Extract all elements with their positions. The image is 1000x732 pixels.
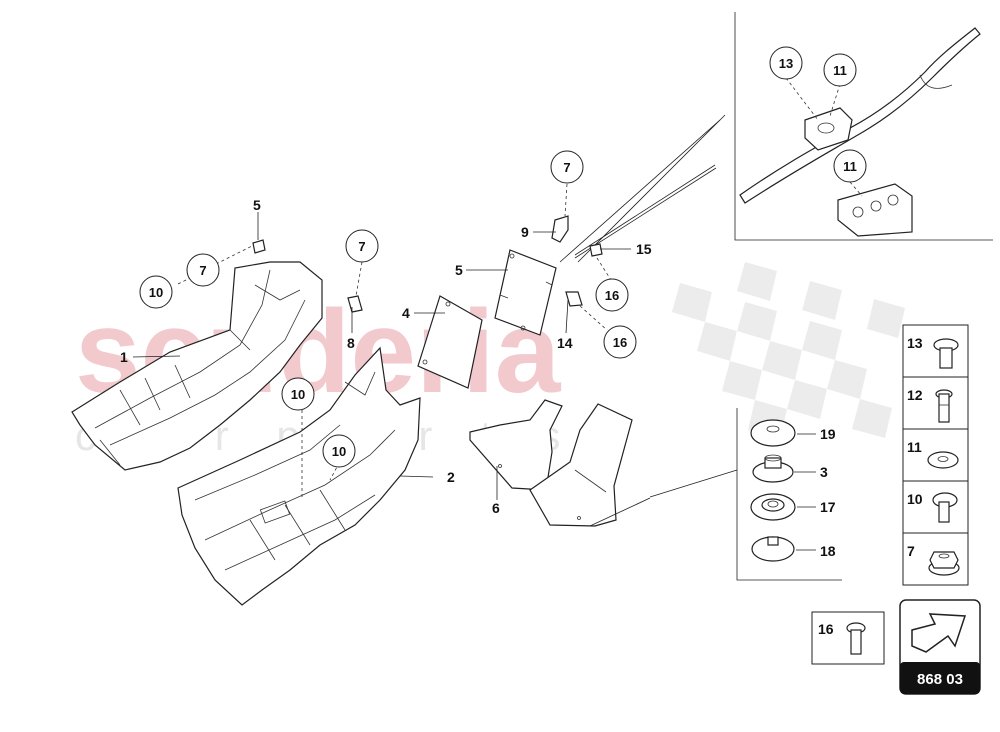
part-4-cover-plate (417, 295, 483, 389)
ref-16-box (811, 611, 885, 665)
callout-10-lower-a[interactable]: 10 (281, 377, 315, 411)
part-2-tunnel-panel (177, 346, 421, 606)
callout-number: 10 (149, 285, 163, 300)
detail-bracket-sketch (739, 27, 981, 237)
label-part-5-top[interactable]: 5 (253, 197, 261, 213)
legend-num-11: 11 (907, 439, 922, 455)
label-part-19[interactable]: 19 (820, 426, 836, 442)
diagram-number-strip (900, 662, 980, 694)
bolt-12-icon (935, 389, 953, 423)
fastener-17-grommet (750, 493, 796, 521)
label-part-9[interactable]: 9 (521, 224, 529, 240)
callout-number: 7 (199, 263, 206, 278)
callout-16-a[interactable]: 16 (595, 278, 629, 312)
callout-10-left[interactable]: 10 (139, 275, 173, 309)
callout-number: 11 (833, 63, 847, 78)
part-6-floor-mats (469, 399, 633, 527)
label-part-3[interactable]: 3 (820, 464, 828, 480)
callout-number: 11 (843, 159, 857, 174)
diagram-number: 868 03 (917, 671, 963, 688)
next-page-arrow-icon (911, 613, 967, 653)
nut-7-icon (928, 551, 960, 576)
fasteners-group-frame (736, 408, 842, 581)
detail-pointer-line-b (574, 167, 717, 259)
legend-num-7: 7 (907, 543, 915, 559)
watermark-checker-flag (672, 262, 905, 439)
label-part-5-mid[interactable]: 5 (455, 262, 463, 278)
fastener-19-washer (750, 419, 796, 447)
callout-16-b[interactable]: 16 (603, 325, 637, 359)
part-1-tunnel-trim (71, 261, 323, 471)
legend-num-10: 10 (907, 491, 923, 507)
detail-pointer-line-d (577, 114, 726, 263)
legend-box-10 (902, 480, 969, 534)
legend-box-13 (902, 324, 969, 378)
callout-number: 7 (563, 160, 570, 175)
detail-pointer-line-a (574, 164, 716, 256)
callout-number: 16 (605, 288, 619, 303)
callout-number: 16 (613, 335, 627, 350)
small-clips (252, 215, 603, 313)
ref-16-num: 16 (818, 621, 834, 637)
label-part-2[interactable]: 2 (447, 469, 455, 485)
label-part-1[interactable]: 1 (120, 349, 128, 365)
callout-number: 10 (291, 387, 305, 402)
callout-11-detail-top[interactable]: 11 (823, 53, 857, 87)
bolt-10-icon (932, 492, 958, 523)
label-part-6[interactable]: 6 (492, 500, 500, 516)
callout-10-lower-b[interactable]: 10 (322, 434, 356, 468)
screw-13-icon (933, 338, 959, 369)
callout-13-detail[interactable]: 13 (769, 46, 803, 80)
part-5-cover-plate (494, 249, 557, 336)
callout-7-top[interactable]: 7 (550, 150, 584, 184)
callout-7-left[interactable]: 7 (186, 253, 220, 287)
label-part-15[interactable]: 15 (636, 241, 652, 257)
callout-number: 13 (779, 56, 793, 71)
callout-number: 7 (358, 239, 365, 254)
assembly-guides (177, 183, 612, 500)
detail-pointer-line-c (559, 119, 721, 263)
label-part-18[interactable]: 18 (820, 543, 836, 559)
callout-11-detail-bottom[interactable]: 11 (833, 149, 867, 183)
fastener-3-grommet (752, 454, 794, 483)
washer-11-icon (927, 451, 959, 469)
legend-num-13: 13 (907, 335, 923, 351)
callout-number: 10 (332, 444, 346, 459)
label-part-14[interactable]: 14 (557, 335, 573, 351)
bolt-16-icon (846, 622, 866, 655)
fastener-18-plug (751, 536, 795, 562)
leader-lines (132, 212, 651, 527)
fasteners-pointer (649, 469, 738, 498)
legend-num-12: 12 (907, 387, 923, 403)
label-part-8[interactable]: 8 (347, 335, 355, 351)
label-part-17[interactable]: 17 (820, 499, 836, 515)
callout-7-mid[interactable]: 7 (345, 229, 379, 263)
detail-inset-frame (734, 12, 993, 241)
reference-legend (902, 324, 969, 586)
label-part-4[interactable]: 4 (402, 305, 410, 321)
